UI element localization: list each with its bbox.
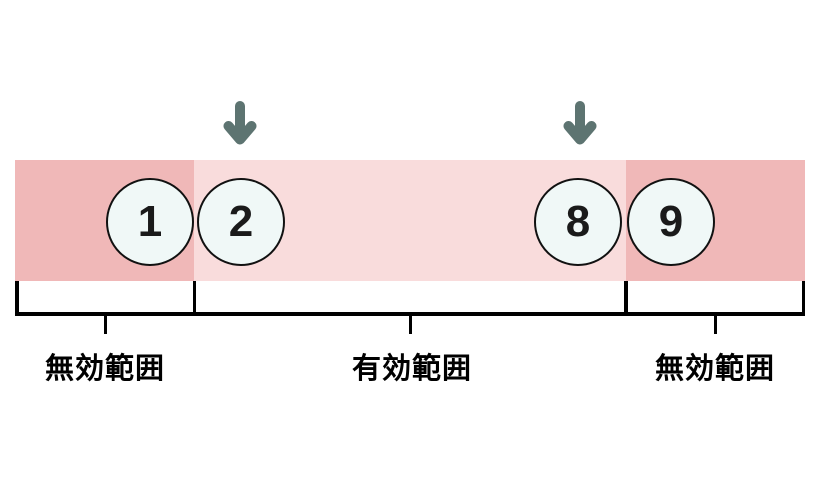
number-circle-9: 9 bbox=[627, 178, 715, 266]
range-label-invalid-right: 無効範囲 bbox=[654, 353, 776, 385]
down-arrow-icon bbox=[562, 100, 598, 148]
number-circle-1: 1 bbox=[106, 178, 194, 266]
down-arrow-icon bbox=[222, 100, 258, 148]
bracket-tick-left-edge bbox=[15, 281, 19, 316]
number-circle-8: 8 bbox=[534, 178, 622, 266]
bracket-tick-boundary-1-2 bbox=[192, 281, 196, 316]
number-circle-2: 2 bbox=[197, 178, 285, 266]
label-pointer-right bbox=[713, 312, 717, 334]
label-pointer-middle bbox=[408, 312, 412, 334]
range-label-valid: 有効範囲 bbox=[351, 353, 473, 385]
range-label-invalid-left: 無効範囲 bbox=[44, 353, 166, 385]
label-pointer-left bbox=[103, 312, 107, 334]
bracket-tick-boundary-8-9 bbox=[624, 281, 628, 316]
bracket-tick-right-edge bbox=[801, 281, 805, 316]
